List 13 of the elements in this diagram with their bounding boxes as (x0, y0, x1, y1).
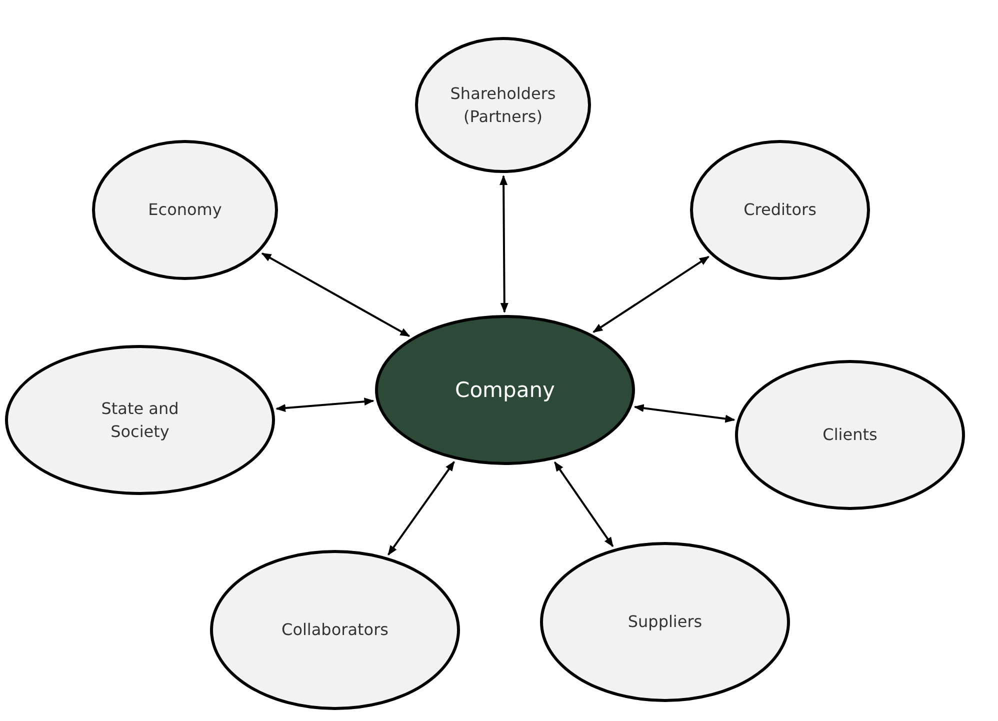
node-label: Creditors (744, 199, 816, 222)
node-label: State and Society (100, 398, 180, 443)
double-arrow (276, 398, 374, 412)
node-label: Shareholders (Partners) (449, 82, 557, 128)
node-label: Economy (148, 199, 222, 222)
node-label: Clients (822, 424, 878, 446)
double-arrow (592, 256, 710, 333)
node-label: Suppliers (628, 611, 702, 634)
double-arrow (500, 175, 508, 313)
node-label: Collaborators (282, 619, 388, 642)
node-label: Company (455, 376, 555, 404)
double-arrow (634, 404, 736, 423)
double-arrow (261, 252, 410, 338)
